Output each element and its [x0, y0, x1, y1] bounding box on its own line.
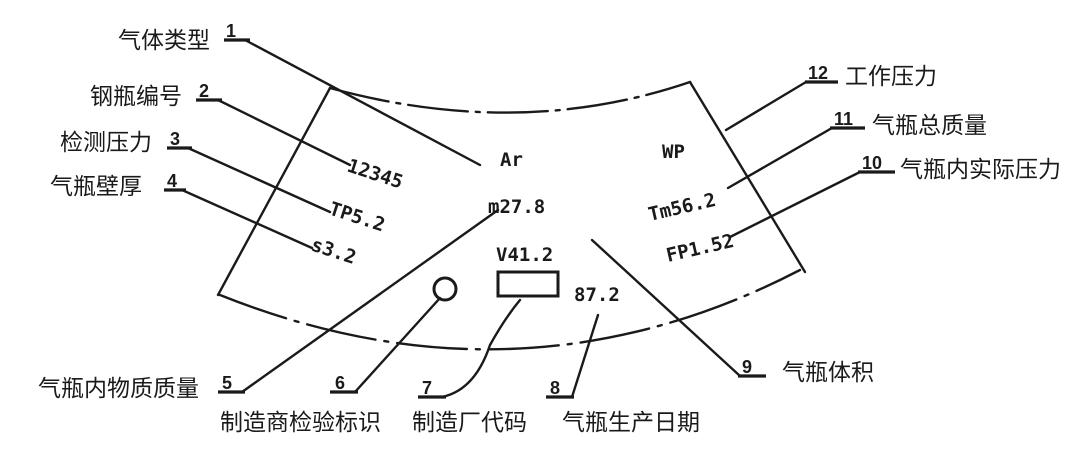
- leader-1: [243, 38, 482, 167]
- callout-number-5: 5: [222, 373, 232, 393]
- stamp-volume: V41.2: [496, 244, 553, 266]
- leader-6: [353, 296, 442, 394]
- callout-number-11: 11: [834, 109, 853, 129]
- stamp-wall-thickness: s3.2: [308, 234, 358, 269]
- callout-number-9: 9: [742, 357, 752, 377]
- callout-label-1: 气体类型: [118, 28, 210, 54]
- leader-4: [180, 188, 314, 250]
- leader-10: [728, 170, 862, 239]
- stamp-area-bottom-arc: [218, 268, 802, 351]
- callout-number-6: 6: [335, 373, 345, 393]
- leader-3: [186, 146, 332, 214]
- stamp-test-pressure: TP5.2: [326, 198, 387, 237]
- callout-label-11: 气瓶总质量: [872, 113, 987, 139]
- callout-number-10: 10: [862, 153, 882, 173]
- callout-label-10: 气瓶内实际压力: [900, 157, 1061, 183]
- leader-12: [724, 80, 808, 132]
- leader-8: [570, 313, 600, 399]
- callout-label-12: 工作压力: [845, 64, 937, 90]
- callout-number-12: 12: [808, 63, 828, 83]
- callout-label-3: 检测压力: [60, 130, 152, 156]
- leader-2: [216, 98, 352, 167]
- leader-11: [726, 126, 834, 190]
- callout-label-6: 制造商检验标识: [220, 410, 381, 436]
- callout-label-8: 气瓶生产日期: [562, 410, 700, 436]
- stamp-serial-number: 12345: [344, 155, 405, 194]
- callout-label-2: 钢瓶编号: [90, 84, 182, 110]
- leader-9: [590, 238, 742, 378]
- callout-number-2: 2: [199, 81, 209, 101]
- inspection-mark-circle: [432, 276, 458, 302]
- stamp-area-left-edge: [216, 86, 332, 297]
- leader-7: [440, 298, 522, 399]
- callout-label-4: 气瓶壁厚: [50, 174, 142, 200]
- leader-5: [240, 208, 500, 394]
- stamp-filling-pressure: FP1.52: [664, 230, 736, 267]
- stamp-area-top-arc: [328, 80, 692, 114]
- stamp-working-pressure: WP: [662, 141, 685, 163]
- stamp-content-mass: m27.8: [488, 196, 545, 218]
- stamp-gas-type: Ar: [500, 149, 523, 171]
- callout-number-8: 8: [550, 378, 560, 398]
- callout-number-3: 3: [170, 129, 180, 149]
- callout-label-9: 气瓶体积: [782, 360, 874, 386]
- callout-label-5: 气瓶内物质质量: [38, 376, 199, 402]
- callout-number-7: 7: [422, 378, 432, 398]
- callout-number-4: 4: [167, 171, 177, 191]
- callout-number-1: 1: [226, 21, 236, 41]
- stamp-total-mass: Tm56.2: [646, 189, 718, 226]
- callout-label-7: 制造厂代码: [412, 410, 527, 436]
- manufacturer-code-box: [496, 270, 560, 298]
- stamp-production-date: 87.2: [574, 284, 620, 306]
